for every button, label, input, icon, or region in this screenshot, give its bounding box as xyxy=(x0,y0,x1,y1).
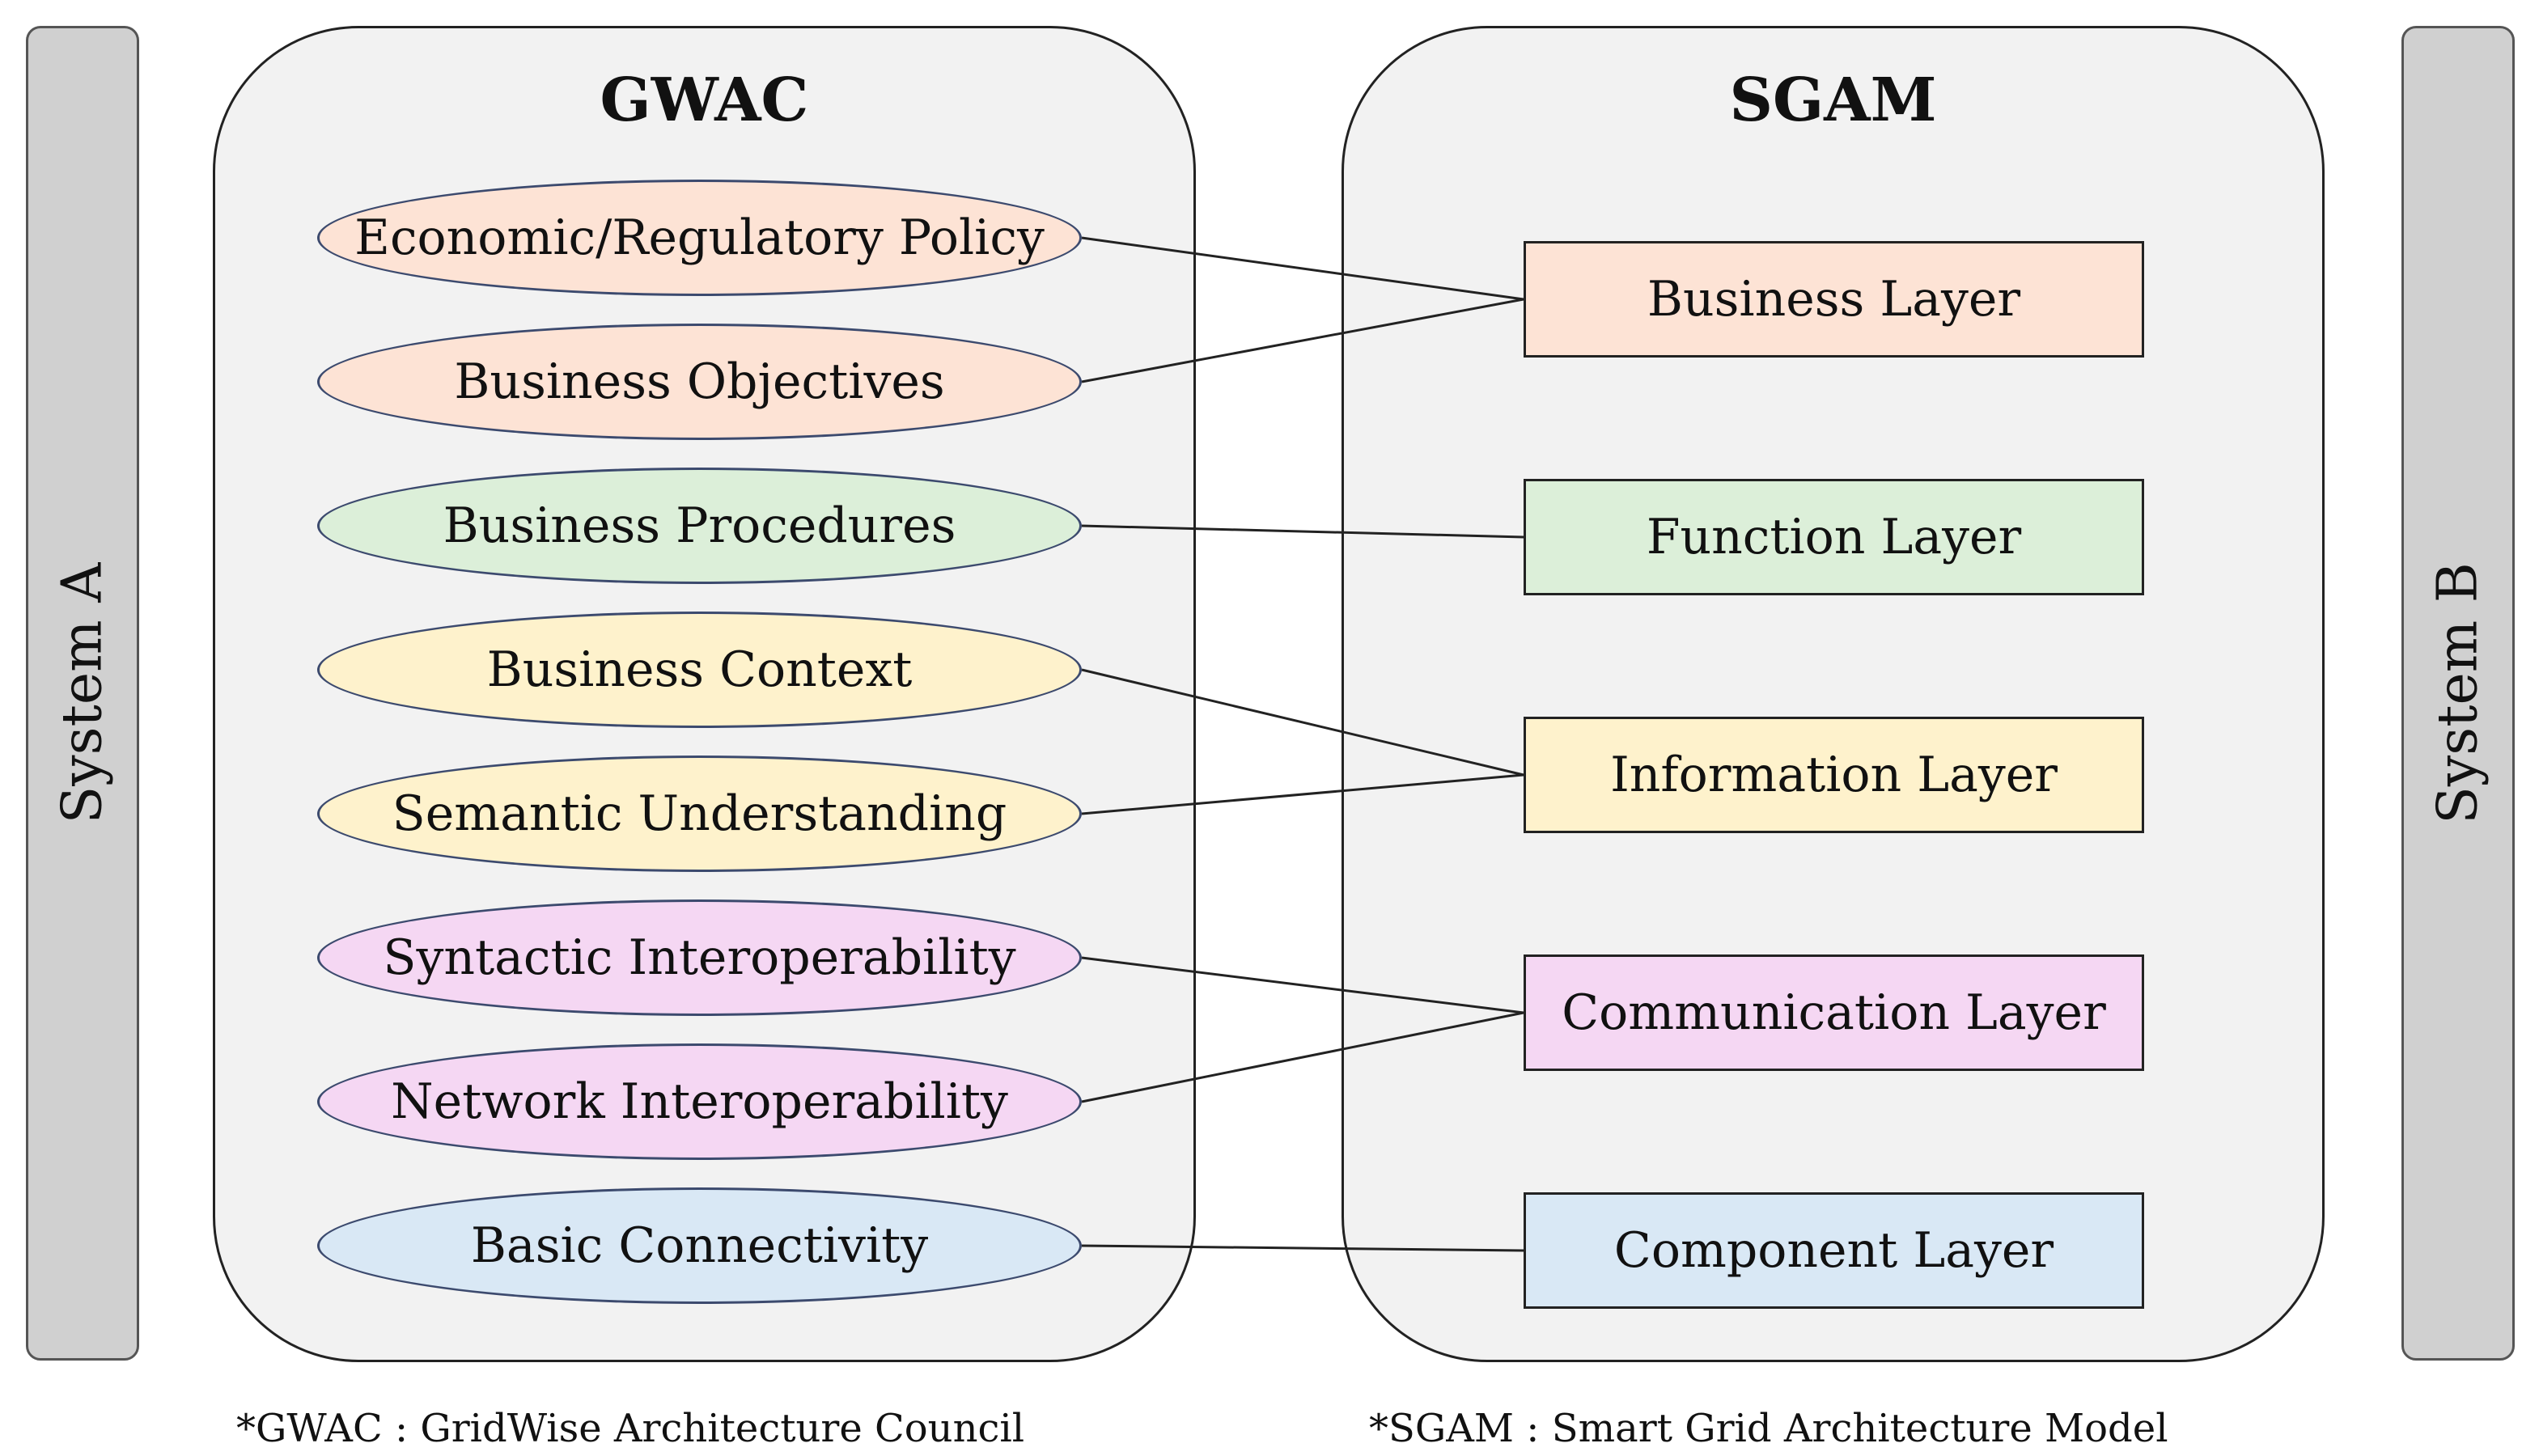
gwac-title: GWAC xyxy=(600,66,809,135)
sgam-layer: Function Layer xyxy=(1524,479,2144,595)
connector-line xyxy=(1081,956,1524,1014)
gwac-item: Business Procedures xyxy=(317,468,1082,584)
gwac-item: Network Interoperability xyxy=(317,1043,1082,1160)
sgam-layer: Communication Layer xyxy=(1524,954,2144,1071)
gwac-item: Syntactic Interoperability xyxy=(317,899,1082,1016)
system-a-bar: System A xyxy=(26,26,139,1361)
connector-line xyxy=(1081,236,1524,301)
sgam-layer: Business Layer xyxy=(1524,241,2144,358)
system-b-bar: System B xyxy=(2401,26,2515,1361)
connector-line xyxy=(1081,1244,1524,1252)
connector-line xyxy=(1081,773,1524,815)
sgam-layer: Component Layer xyxy=(1524,1192,2144,1309)
connector-line xyxy=(1081,1011,1524,1103)
sgam-footnote: *SGAM : Smart Grid Architecture Model xyxy=(1369,1406,2168,1451)
gwac-item: Business Context xyxy=(317,612,1082,728)
sgam-title: SGAM xyxy=(1729,66,1937,135)
connector-line xyxy=(1081,298,1524,383)
gwac-item: Semantic Understanding xyxy=(317,756,1082,872)
gwac-item: Economic/Regulatory Policy xyxy=(317,180,1082,296)
gwac-item: Business Objectives xyxy=(317,324,1082,440)
connector-line xyxy=(1081,668,1524,777)
gwac-item: Basic Connectivity xyxy=(317,1187,1082,1304)
sgam-layer: Information Layer xyxy=(1524,717,2144,833)
connector-line xyxy=(1081,524,1524,539)
gwac-footnote: *GWAC : GridWise Architecture Council xyxy=(236,1406,1025,1451)
